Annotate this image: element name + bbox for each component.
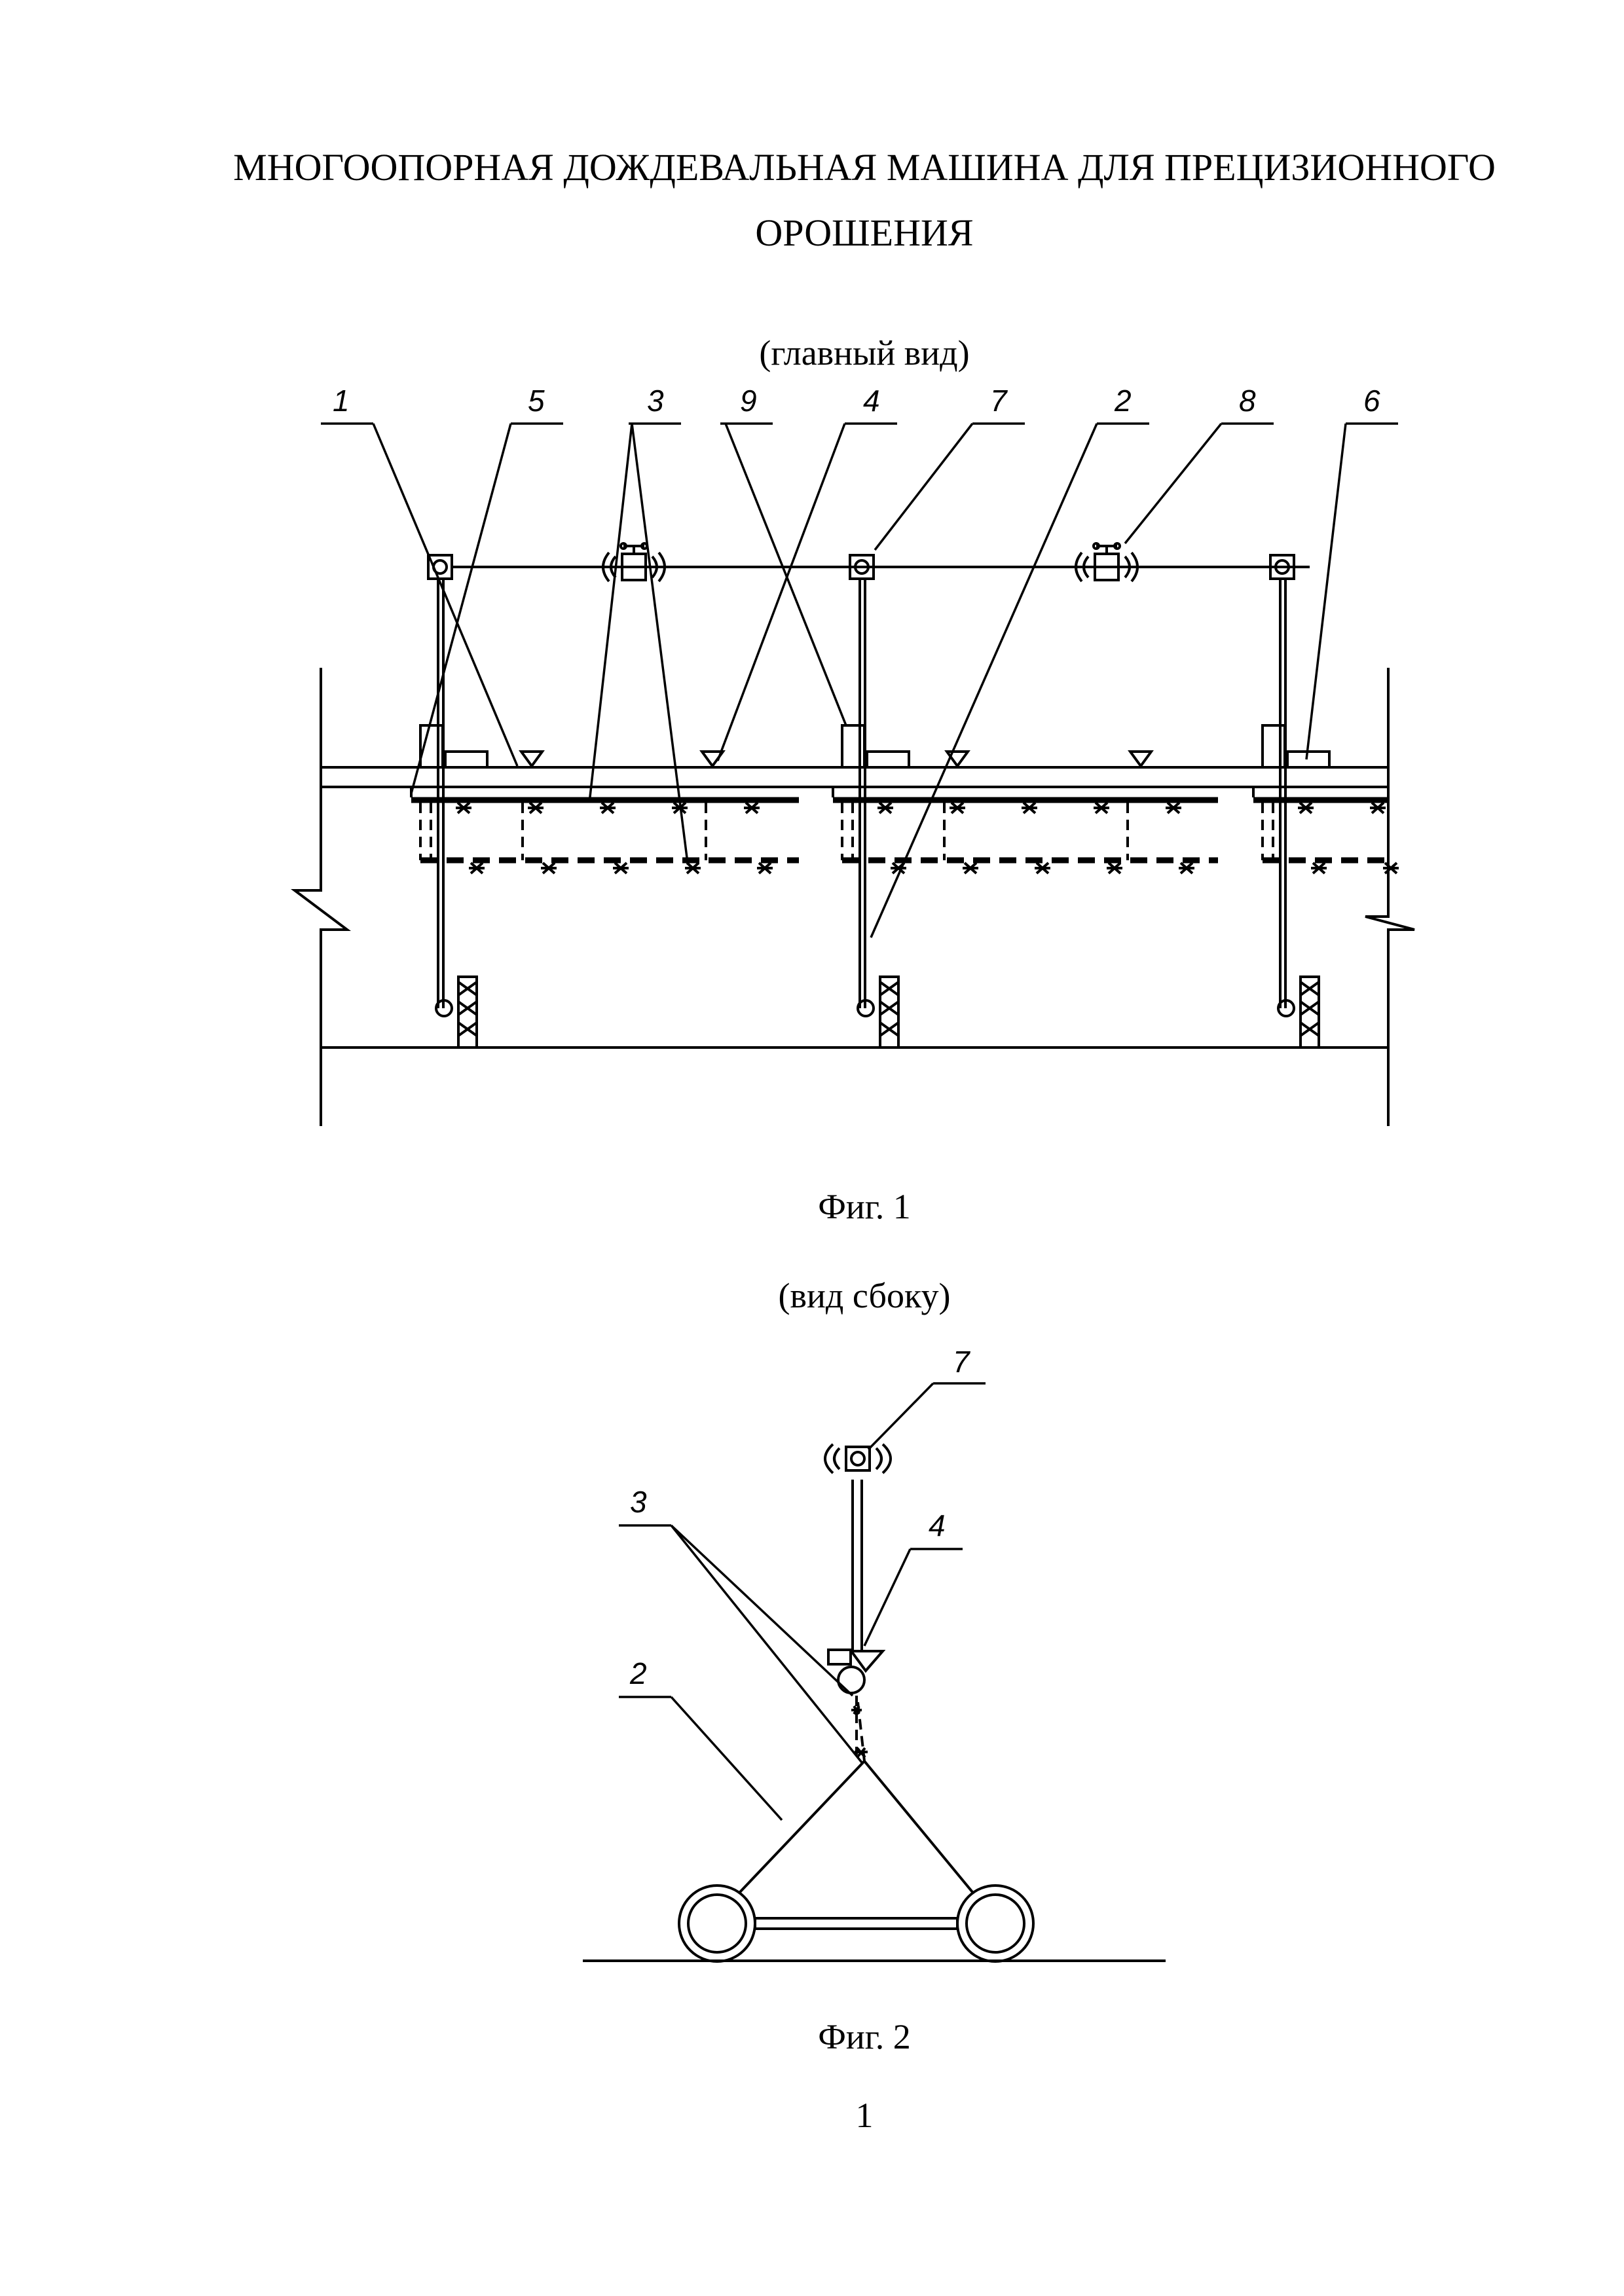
cable-pulley-box — [849, 554, 875, 580]
valve-box — [827, 1649, 852, 1666]
pipe-section-circle — [837, 1666, 866, 1694]
drive-unit — [1261, 724, 1286, 769]
boom-set-3 — [1252, 787, 1399, 875]
signal-wave-icon — [1082, 555, 1090, 579]
wheel-axle-beam — [754, 1917, 959, 1930]
drive-wheel-icon — [435, 999, 453, 1017]
figure1-view-label: (главный вид) — [759, 333, 970, 373]
nozzle-triangle — [849, 1650, 886, 1673]
control-box — [444, 750, 489, 769]
figure2-pipe-and-nozzle — [827, 1649, 886, 1758]
figure2-callouts: 7 3 4 2 — [619, 1345, 986, 1821]
callout-6-label: 6 — [1363, 384, 1380, 418]
tower-3 — [1261, 554, 1331, 1049]
boom-set-1 — [410, 787, 799, 875]
wireless-sensor-2 — [1075, 542, 1139, 583]
signal-wave-icon — [1124, 555, 1131, 579]
support-towers — [419, 542, 1331, 1049]
wireless-sensor-1 — [602, 542, 666, 583]
cable-pulley-box — [427, 554, 453, 580]
figure1-frame — [291, 668, 1415, 1126]
cable-pulley-icon — [854, 559, 870, 575]
fig2-callout-3-label: 3 — [630, 1485, 647, 1519]
callout-2-label: 2 — [1114, 384, 1132, 418]
callout-3-label: 3 — [647, 384, 664, 418]
sprinkler-booms — [410, 787, 1399, 875]
wheel-hatch-block — [457, 975, 478, 1049]
right-wheel — [956, 1884, 1035, 1963]
fig2-callout-7-label: 7 — [953, 1345, 970, 1379]
callout-8-label: 8 — [1239, 384, 1256, 418]
document-title-line-2: ОРОШЕНИЯ — [755, 211, 974, 254]
drive-unit — [419, 724, 444, 769]
sensor-lens-icon — [850, 1451, 866, 1467]
fig2-callout-4-label: 4 — [929, 1508, 946, 1542]
callout-7-label: 7 — [990, 384, 1008, 418]
tower-1 — [419, 554, 489, 1049]
cable-pulley-icon — [1274, 559, 1290, 575]
drive-unit — [841, 724, 866, 769]
figure2-mast — [851, 1480, 866, 1762]
cable-pulley-box — [1269, 554, 1295, 580]
sensor-box — [845, 1446, 871, 1472]
fig2-callout-2-label: 2 — [629, 1656, 647, 1690]
tower-2 — [841, 554, 910, 1049]
callout-4-label: 4 — [863, 384, 880, 418]
wheel-hatch-block — [1299, 975, 1320, 1049]
nozzle-icon — [944, 750, 970, 769]
callout-9-label: 9 — [740, 384, 757, 418]
figure1-caption: Фиг. 1 — [818, 1187, 911, 1226]
callout-5-label: 5 — [528, 384, 545, 418]
figure2-caption: Фиг. 2 — [818, 2017, 911, 2056]
signal-wave-icon — [651, 555, 658, 579]
right-wheel-inner — [965, 1893, 1025, 1954]
document-title-line-1: МНОГООПОРНАЯ ДОЖДЕВАЛЬНАЯ МАШИНА ДЛЯ ПРЕ… — [233, 146, 1496, 189]
left-wheel — [678, 1884, 756, 1963]
nozzle-icon — [519, 750, 545, 769]
callout-1-label: 1 — [333, 384, 350, 418]
page-number: 1 — [855, 2096, 874, 2135]
figure2-wheels — [678, 1884, 1035, 1963]
figure2-sensor-unit — [824, 1443, 892, 1474]
figure1-callouts: 1 5 3 9 4 7 2 — [321, 384, 1398, 938]
drive-wheel-icon — [1277, 999, 1295, 1017]
boom-set-2 — [832, 787, 1218, 875]
nozzle-icon — [1128, 750, 1154, 769]
control-box — [866, 750, 910, 769]
left-wheel-inner — [687, 1893, 747, 1954]
figure2-view-label: (вид сбоку) — [778, 1276, 951, 1315]
wheel-hatch-block — [879, 975, 900, 1049]
drive-wheel-icon — [857, 999, 875, 1017]
figure2-a-frame — [739, 1760, 974, 1893]
